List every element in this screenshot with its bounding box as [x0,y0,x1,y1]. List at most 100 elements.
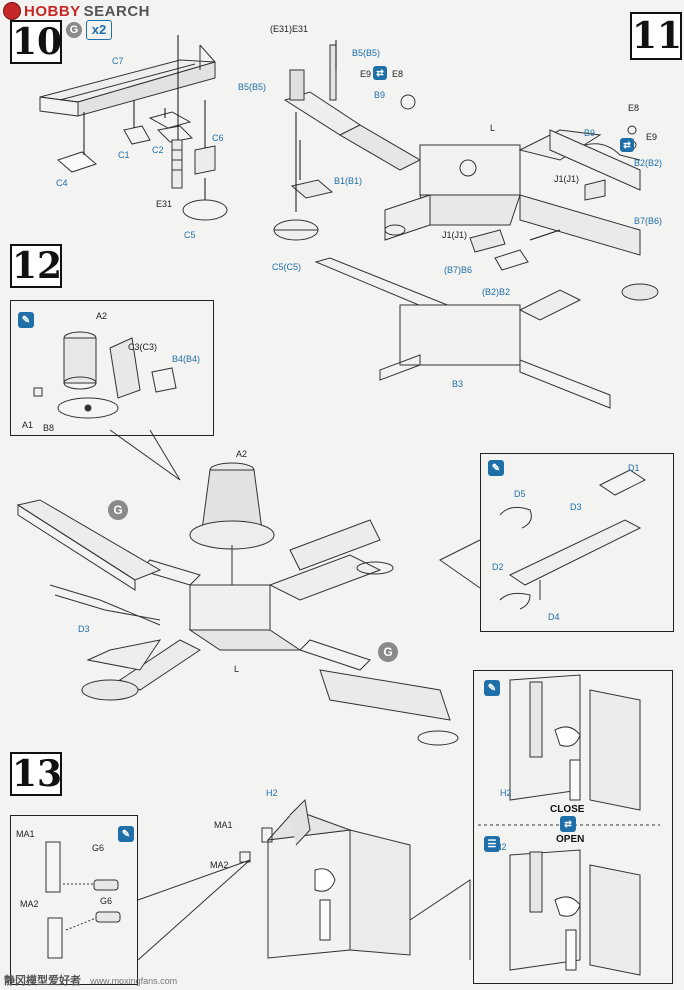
step12-inset-right [499,469,646,610]
part-label-h2-a: H2 [266,788,278,798]
part-label-b5b5-b: B5(B5) [238,82,267,92]
part-label-e31: E31 [156,199,173,209]
step11-part-j1 [469,179,606,253]
glue-icon: ✎ [118,826,134,842]
brand-hobby: HOBBY [24,2,81,20]
step13-close-view [509,674,641,811]
step-number-12: 12 [10,244,63,288]
part-label-g6-a: G6 [92,843,105,853]
paint-callout-icon: G [66,22,82,38]
part-label-d3-a: D3 [78,624,90,634]
step13-open-view [509,849,641,976]
part-label-b5b5-a: B5(B5) [352,48,381,58]
step11-pads [384,224,659,301]
step11-part-c5 [273,219,319,241]
paint-callout-icon: G [378,642,398,662]
part-label-b3: B3 [452,379,464,389]
part-label-b4b4: B4(B4) [172,354,201,364]
part-label-d4: D4 [548,612,560,622]
step12-inset-frame-left [10,300,214,436]
step10-part-c7 [39,44,216,117]
step10-part-c2 [148,111,194,143]
decal-icon: ☰ [484,836,500,852]
paint-callout-icon: G [108,500,128,520]
logo-mark-icon [3,2,21,20]
part-label-h2-b: H2 [500,788,512,798]
step11-part-b6 [494,249,529,271]
open-close-icon: ⇄ [620,138,634,152]
quantity-mark: x2 [86,20,112,40]
part-label-a2-b: A2 [236,449,248,459]
step12-part-d3-left [49,584,161,626]
part-label-a2-a: A2 [96,311,108,321]
part-label-e8-a: E8 [392,69,404,79]
part-label-h2-c: H2 [495,842,507,852]
part-label-ma1-b: MA1 [16,829,35,839]
part-label-l: L [490,123,496,133]
step-number-13: 13 [10,752,63,796]
step13-inset-frame-left [10,815,138,985]
part-label-b9-a: B9 [374,90,386,100]
watermark-url: www.moxingfans.com [90,976,178,986]
part-label-b7b6-a: B7(B6) [634,216,663,226]
step13-main-door [239,798,411,959]
part-label-e31-e31: (E31)E31 [270,24,309,34]
step10-part-c4 [57,151,97,173]
part-label-c2: C2 [152,145,164,155]
part-label-d5: D5 [514,489,526,499]
open-close-icon: ⇄ [560,816,576,832]
part-label-c3c3: C3(C3) [128,342,158,352]
site-header: HOBBY SEARCH [0,0,150,22]
step10-part-e31 [171,139,183,189]
part-label-b1b1: B1(B1) [334,176,363,186]
step-number-10: 10 [10,20,63,64]
part-label-b2b2-b: (B2)B2 [482,287,511,297]
step-number-11: 11 [630,12,682,60]
glue-icon: ✎ [488,460,504,476]
step13-inset-left [45,841,121,959]
open-close-icon: ⇄ [373,66,387,80]
step10-part-c1 [123,125,151,145]
part-label-b2b2-a: B2(B2) [634,158,663,168]
part-label-ma1-a: MA1 [214,820,233,830]
part-label-e9-a: E9 [360,69,372,79]
step12-turret-a2 [189,462,275,600]
callout-line-13a [137,859,251,961]
step12-inset-turret [33,331,177,419]
part-label-c7: C7 [112,56,124,66]
option-open-label: OPEN [556,834,585,845]
step10-part-c5 [182,199,228,221]
step11-part-b3 [314,257,611,409]
part-label-c5: C5 [184,230,196,240]
step13-inset-frame-right [473,670,673,984]
part-label-c6: C6 [212,133,224,143]
part-label-b7b6-b: (B7)B6 [444,265,473,275]
step12-outrigger-right [289,519,459,746]
part-label-j1j1-b: J1(J1) [442,230,468,240]
step12-inset-frame-right [480,453,674,632]
glue-icon: ✎ [484,680,500,696]
watermark: 静冈模型爱好者 www.moxingfans.com [4,972,177,988]
part-label-g6-b: G6 [100,896,113,906]
part-label-d2: D2 [492,562,504,572]
part-label-ma2-b: MA2 [20,899,39,909]
option-close-label: CLOSE [550,804,585,815]
part-label-l-12: L [234,664,240,674]
step11-part-b1 [290,179,334,199]
brand-search: SEARCH [83,2,151,20]
part-label-b9-b: B9 [584,128,596,138]
glue-icon: ✎ [18,312,34,328]
part-label-ma2-a: MA2 [210,860,229,870]
part-label-j1j1-a: J1(J1) [554,174,580,184]
step12-frame-l [119,554,382,691]
part-label-c5c5: C5(C5) [272,262,302,272]
part-label-a1: A1 [22,420,34,430]
step12-outrigger-left [16,499,162,701]
part-label-c1: C1 [118,150,130,160]
part-label-c4: C4 [56,178,68,188]
part-label-d3-b: D3 [570,502,582,512]
step11-frame-main [283,44,641,256]
callout-line-12b [439,539,481,589]
